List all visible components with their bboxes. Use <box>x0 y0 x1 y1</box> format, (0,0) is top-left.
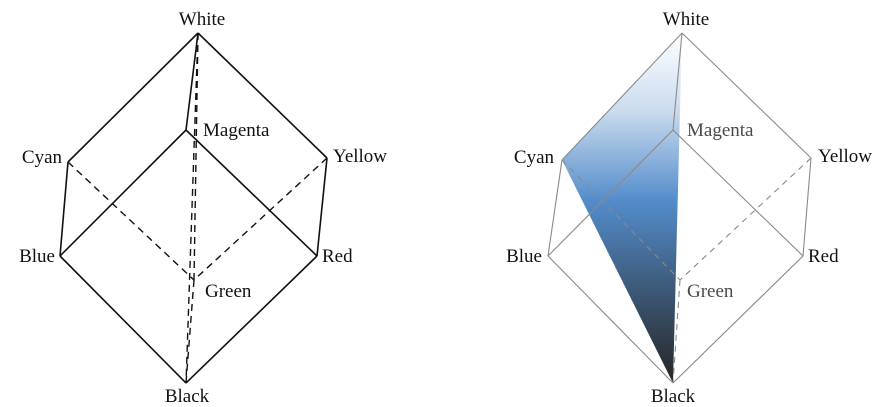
label-red-left: Red <box>322 246 353 267</box>
label-cyan-right: Cyan <box>514 147 555 168</box>
label-cyan-left: Cyan <box>22 147 63 168</box>
label-magenta-right: Magenta <box>687 120 754 141</box>
left-cube: White Magenta Cyan Yellow Blue Red Green… <box>19 9 387 407</box>
label-black-left: Black <box>165 386 210 407</box>
label-white-left: White <box>179 9 225 30</box>
left-cube-visible-edges <box>59 32 328 384</box>
label-yellow-right: Yellow <box>818 146 872 167</box>
label-red-right: Red <box>808 246 839 267</box>
right-cube-hidden-edges <box>561 157 812 384</box>
label-green-left: Green <box>205 281 252 302</box>
label-white-right: White <box>663 9 709 30</box>
label-blue-left: Blue <box>19 246 55 267</box>
cyan-white-black-slice <box>562 33 682 383</box>
label-blue-right: Blue <box>506 246 542 267</box>
label-black-right: Black <box>651 386 696 407</box>
label-yellow-left: Yellow <box>333 146 387 167</box>
right-cube-visible-edges <box>547 32 812 384</box>
left-cube-hidden-edges <box>67 32 328 384</box>
right-cube: White Magenta Cyan Yellow Blue Red Green… <box>506 9 872 407</box>
label-green-right: Green <box>687 281 734 302</box>
label-magenta-left: Magenta <box>203 120 270 141</box>
